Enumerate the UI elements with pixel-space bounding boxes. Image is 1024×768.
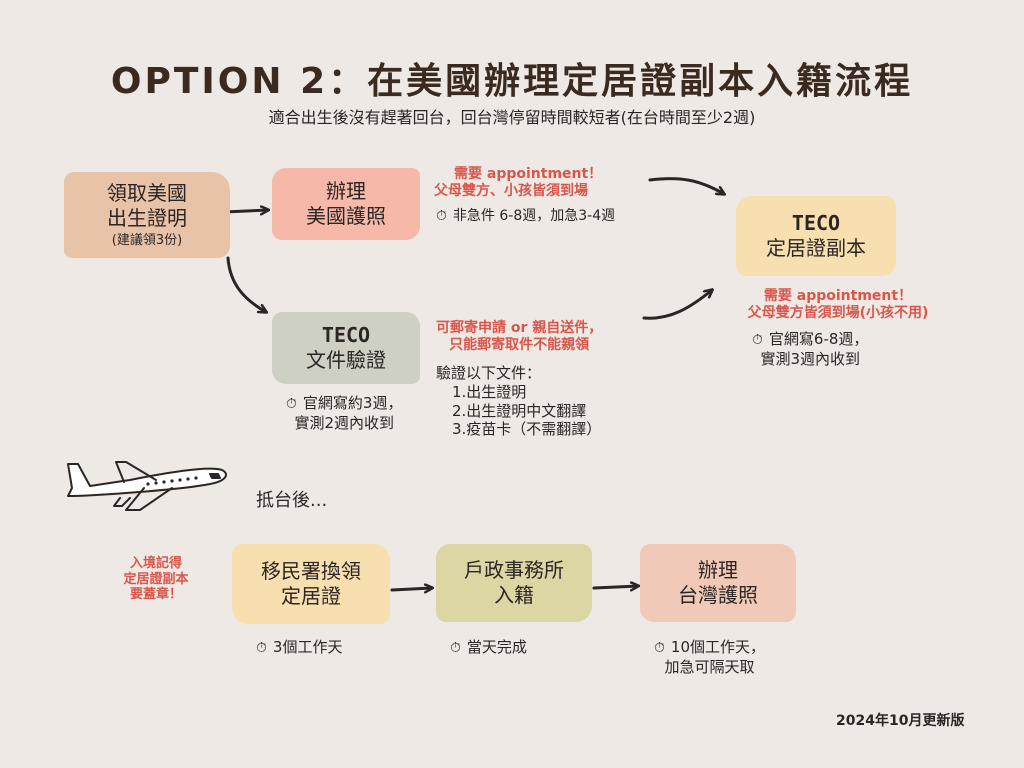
- airplane-icon: [67, 461, 227, 511]
- box-us-passport: 辦理 美國護照: [272, 168, 420, 240]
- box-birth-line2: 出生證明: [107, 205, 187, 230]
- box-immigration-line2: 定居證: [281, 584, 341, 608]
- stamp-reminder-note: 入境記得 定居證副本 要蓋章！: [108, 556, 204, 603]
- box-teco-residence-line1: TECO: [791, 211, 841, 235]
- box-us-passport-line1: 辦理: [326, 179, 366, 203]
- arrow-household-to-passport: [592, 586, 638, 588]
- tw-passport-time-line1: 10個工作天，: [670, 638, 766, 656]
- version-footer: 2024年10月更新版: [836, 713, 965, 729]
- stopwatch-icon: ⏱: [450, 640, 461, 656]
- residence-appointment-note: 需要 appointment！ 父母雙方皆須到場(小孩不用): [718, 288, 958, 322]
- box-teco-auth-line2: 文件驗證: [306, 348, 386, 372]
- teco-auth-time-note: ⏱ 官網寫約3週， 實測2週內收到: [286, 394, 402, 432]
- tw-passport-time-line2: 加急可隔天取: [664, 657, 755, 676]
- page-subtitle: 適合出生後沒有趕著回台，回台灣停留時間較短者(在台時間至少2週): [268, 108, 756, 127]
- document-item: 3.疫苗卡（不需翻譯）: [452, 420, 602, 439]
- box-immigration-line1: 移民署換領: [261, 559, 361, 583]
- arrow-birth-to-passport: [222, 210, 268, 212]
- stamp-red-line2: 定居證副本: [123, 571, 189, 587]
- passport-red-line1: 需要 appointment！: [454, 166, 603, 182]
- arrow-birth-to-teco: [226, 256, 266, 312]
- arrow-teco-to-residence: [642, 290, 712, 320]
- teco-auth-time-line1: 官網寫約3週，: [302, 394, 403, 412]
- box-birth-certificate: 領取美國 出生證明 (建議領3份): [64, 172, 230, 258]
- arrival-label: 抵台後...: [256, 490, 328, 511]
- document-item: 2.出生證明中文翻譯: [452, 401, 587, 420]
- stopwatch-icon: ⏱: [752, 332, 763, 348]
- box-household-line1: 戶政事務所: [464, 558, 564, 582]
- box-household-line2: 入籍: [494, 583, 534, 607]
- immigration-time-note: ⏱ 3個工作天: [256, 638, 342, 658]
- immigration-time-text: 3個工作天: [272, 638, 343, 656]
- box-immigration: 移民署換領 定居證: [232, 544, 390, 624]
- documents-list: 驗證以下文件： 1.出生證明 2.出生證明中文翻譯 3.疫苗卡（不需翻譯）: [436, 364, 601, 439]
- box-taiwan-passport: 辦理 台灣護照: [640, 544, 796, 622]
- passport-time-note: ⏱ 非急件 6-8週，加急3-4週: [436, 208, 615, 226]
- box-birth-line3: (建議領3份): [111, 232, 183, 248]
- box-teco-auth-line1: TECO: [321, 323, 371, 347]
- mail-red-line1: 可郵寄申請 or 親自送件，: [436, 320, 603, 336]
- document-item: 1.出生證明: [452, 382, 527, 401]
- mail-red-line2: 只能郵寄取件不能親領: [449, 336, 590, 353]
- box-tw-passport-line2: 台灣護照: [678, 583, 758, 607]
- box-tw-passport-line1: 辦理: [698, 558, 738, 582]
- residence-time-note: ⏱ 官網寫6-8週， 實測3週內收到: [752, 330, 868, 368]
- stopwatch-icon: ⏱: [654, 640, 665, 656]
- residence-red-line1: 需要 appointment！: [763, 288, 913, 304]
- stopwatch-icon: ⏱: [436, 208, 447, 224]
- tw-passport-time-note: ⏱ 10個工作天， 加急可隔天取: [654, 638, 765, 676]
- arrow-passport-to-residence: [648, 177, 724, 194]
- mail-application-note: 可郵寄申請 or 親自送件， 只能郵寄取件不能親領: [436, 320, 602, 354]
- box-teco-authentication: TECO 文件驗證: [272, 312, 420, 384]
- box-birth-line1: 領取美國: [107, 180, 187, 205]
- page-title: OPTION 2：在美國辦理定居證副本入籍流程: [110, 61, 914, 102]
- passport-red-line2: 父母雙方、小孩皆須到場: [434, 182, 588, 199]
- teco-auth-time-line2: 實測2週內收到: [294, 413, 394, 432]
- stamp-red-line1: 入境記得: [129, 556, 182, 571]
- stopwatch-icon: ⏱: [286, 396, 297, 412]
- residence-time-line1: 官網寫6-8週，: [768, 330, 869, 348]
- residence-red-line2: 父母雙方皆須到場(小孩不用): [747, 304, 929, 321]
- documents-heading: 驗證以下文件：: [436, 364, 542, 382]
- household-time-text: 當天完成: [466, 638, 527, 656]
- passport-time-text: 非急件 6-8週，加急3-4週: [452, 208, 616, 224]
- stopwatch-icon: ⏱: [256, 640, 267, 656]
- passport-appointment-note: 需要 appointment！ 父母雙方、小孩皆須到場: [434, 166, 602, 200]
- box-teco-residence-line2: 定居證副本: [766, 236, 866, 260]
- household-time-note: ⏱ 當天完成: [450, 638, 527, 658]
- box-household-registration: 戶政事務所 入籍: [436, 544, 592, 622]
- box-us-passport-line2: 美國護照: [306, 204, 386, 228]
- stamp-red-line3: 要蓋章！: [129, 587, 182, 603]
- residence-time-line2: 實測3週內收到: [760, 349, 860, 368]
- box-teco-residence-copy: TECO 定居證副本: [736, 196, 896, 276]
- arrow-immigration-to-household: [390, 588, 432, 590]
